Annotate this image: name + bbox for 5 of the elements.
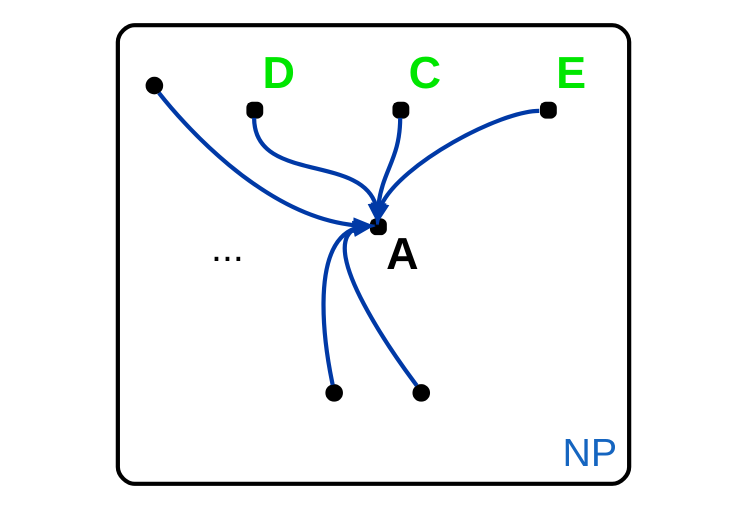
label: ... — [210, 226, 244, 270]
node-label: D — [262, 46, 294, 98]
node-label: E — [556, 46, 586, 98]
node-label: A — [386, 228, 418, 280]
node-label: C — [408, 46, 441, 98]
